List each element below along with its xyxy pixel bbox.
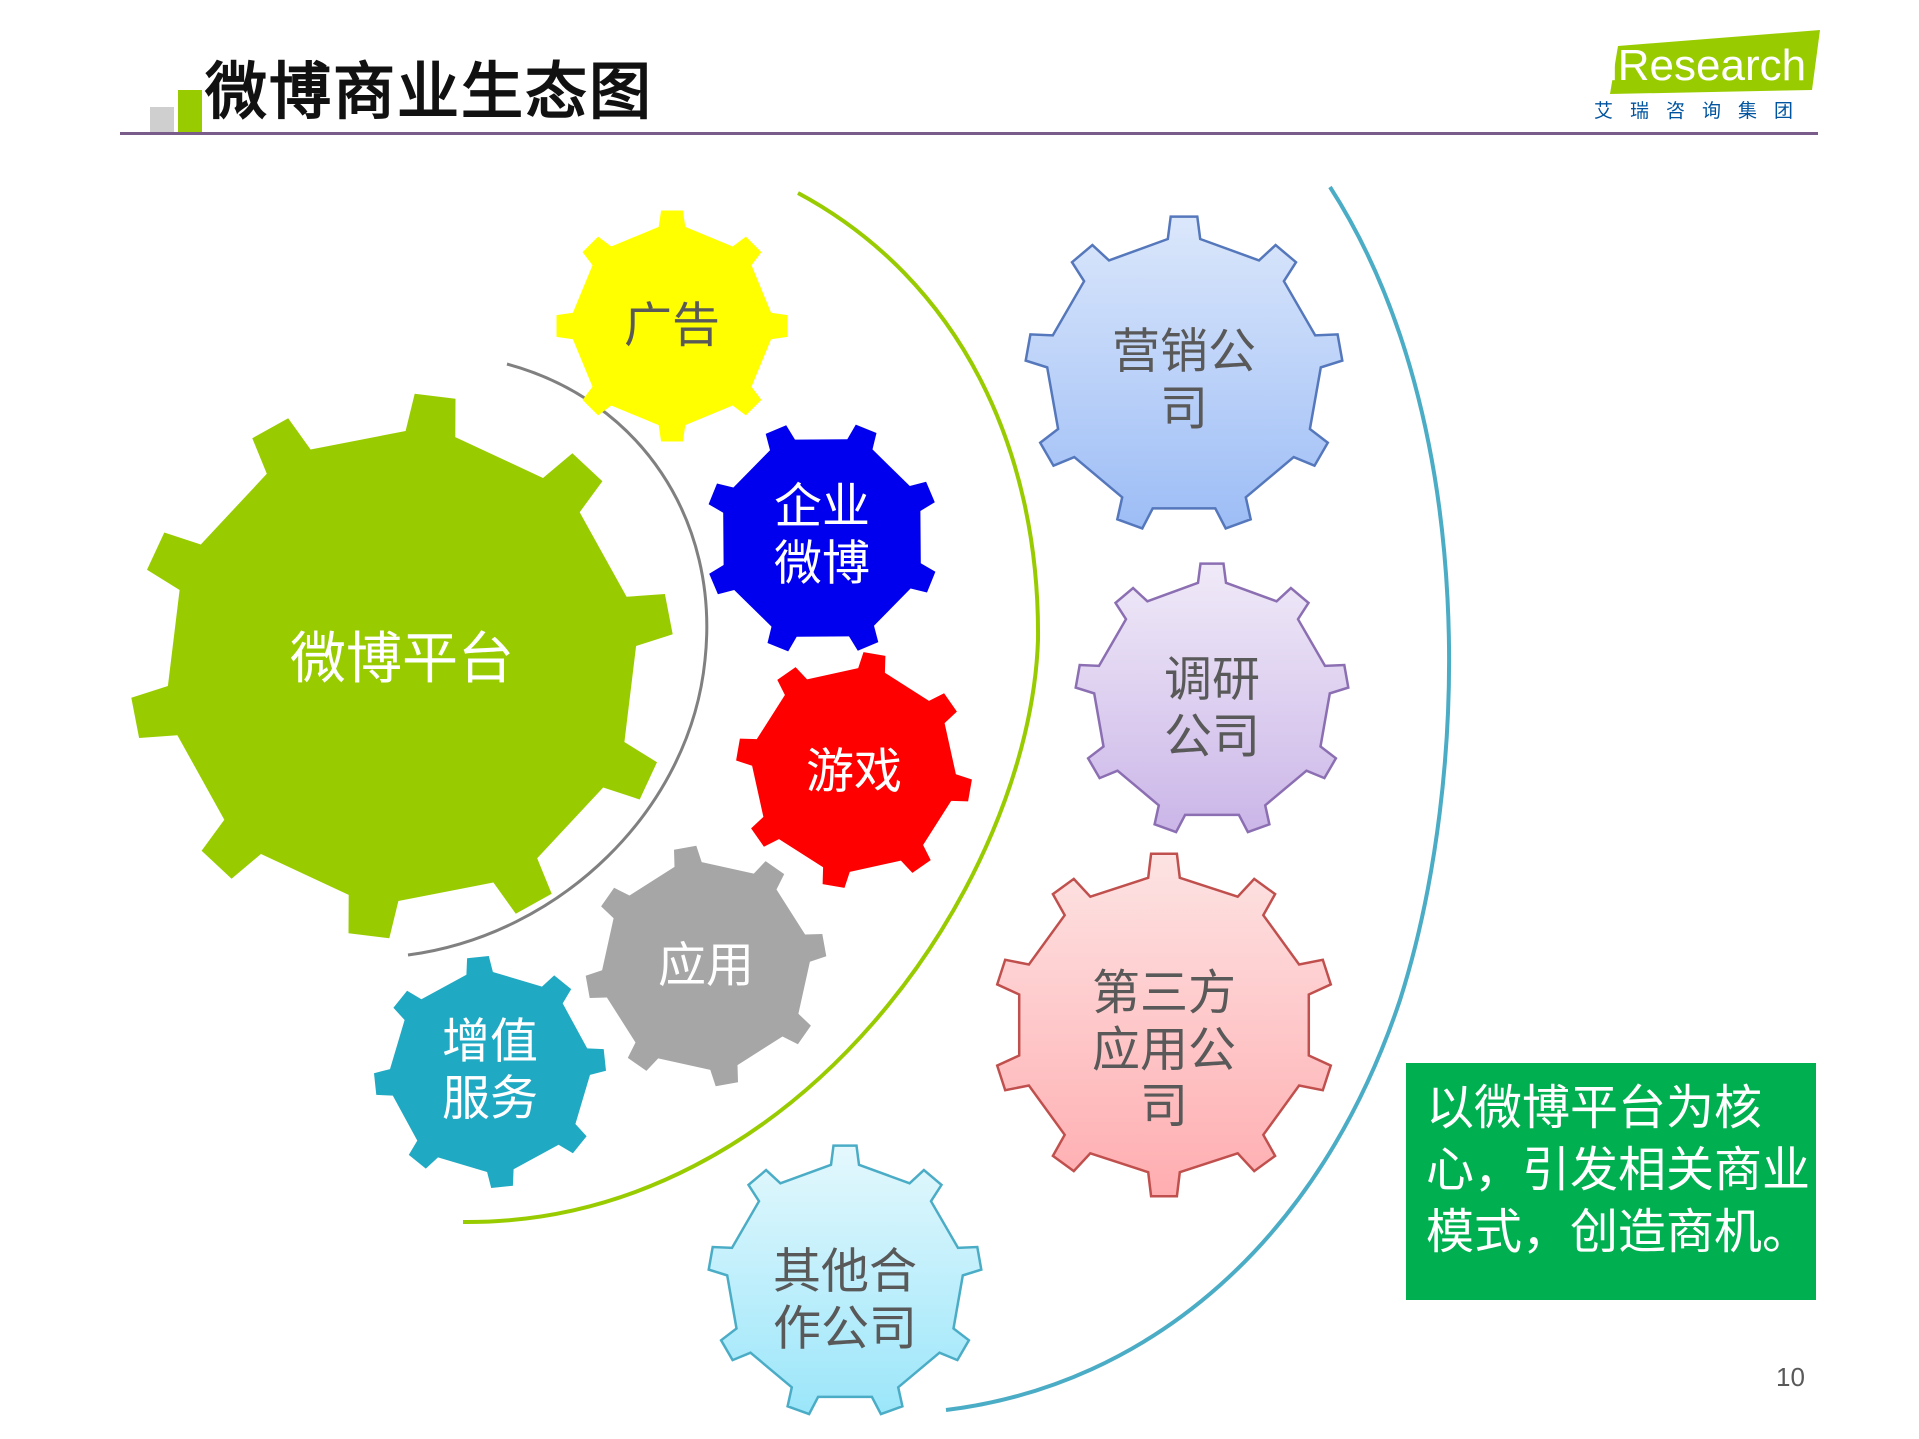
slide-title: 微博商业生态图 bbox=[205, 55, 654, 128]
outer-blue-arc bbox=[945, 185, 1452, 1412]
gear-research bbox=[1074, 562, 1350, 834]
gear-label-platform: 微博平台 bbox=[290, 626, 514, 692]
gear-marketing bbox=[1024, 215, 1344, 530]
gear-third-party bbox=[995, 852, 1333, 1198]
gear-label-games: 游戏 bbox=[805, 743, 903, 800]
gear-label-value-added: 增值 服务 bbox=[441, 1013, 539, 1126]
gear-label-marketing: 营销公 司 bbox=[1111, 323, 1257, 436]
title-accent-gray bbox=[150, 107, 174, 132]
gear-apps bbox=[585, 845, 827, 1087]
gear-label-enterprise: 企业 微博 bbox=[773, 478, 871, 591]
page-number: 10 bbox=[1776, 1362, 1805, 1392]
gear-label-research: 调研 公司 bbox=[1163, 651, 1261, 764]
gear-label-apps: 应用 bbox=[657, 937, 755, 994]
gear-ads bbox=[556, 210, 788, 442]
gear-label-partners: 其他合 作公司 bbox=[772, 1243, 918, 1356]
gear-enterprise bbox=[708, 424, 936, 652]
gear-games bbox=[736, 652, 972, 888]
gear-value-added bbox=[374, 956, 606, 1188]
gear-platform bbox=[131, 393, 673, 939]
summary-note: 以微博平台为核心，引发相关商业模式，创造商机。 bbox=[1406, 1063, 1816, 1300]
gear-partners bbox=[707, 1144, 983, 1416]
gear-label-third-party: 第三方 应用公 司 bbox=[1091, 965, 1237, 1135]
logo-wordmark: iResearch bbox=[1608, 41, 1807, 90]
title-accent-green bbox=[178, 90, 202, 132]
inner-gray-arc bbox=[407, 362, 709, 957]
arcs-layer bbox=[407, 185, 1452, 1412]
title-underline bbox=[120, 132, 1818, 135]
middle-green-arc bbox=[462, 191, 1041, 1225]
logo-badge bbox=[1610, 30, 1820, 94]
logo-subtitle: 艾瑞咨询集团 bbox=[1594, 100, 1811, 122]
iresearch-logo: iResearch 艾瑞咨询集团 bbox=[1590, 28, 1820, 128]
gear-label-ads: 广告 bbox=[623, 297, 721, 354]
gears-layer bbox=[131, 210, 1350, 1416]
